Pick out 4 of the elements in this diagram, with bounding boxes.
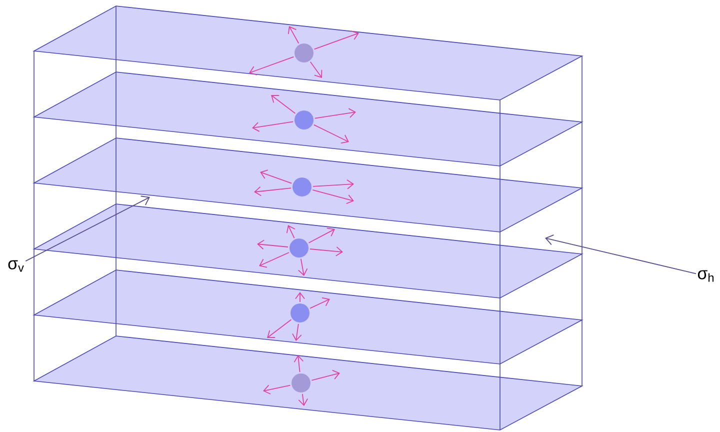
- stress-label: σ$_{v}$: [8, 260, 24, 272]
- leader-arrow: [545, 234, 696, 274]
- leader-arrow: [25, 196, 150, 262]
- stress-label: σ$_{h}$: [698, 270, 714, 282]
